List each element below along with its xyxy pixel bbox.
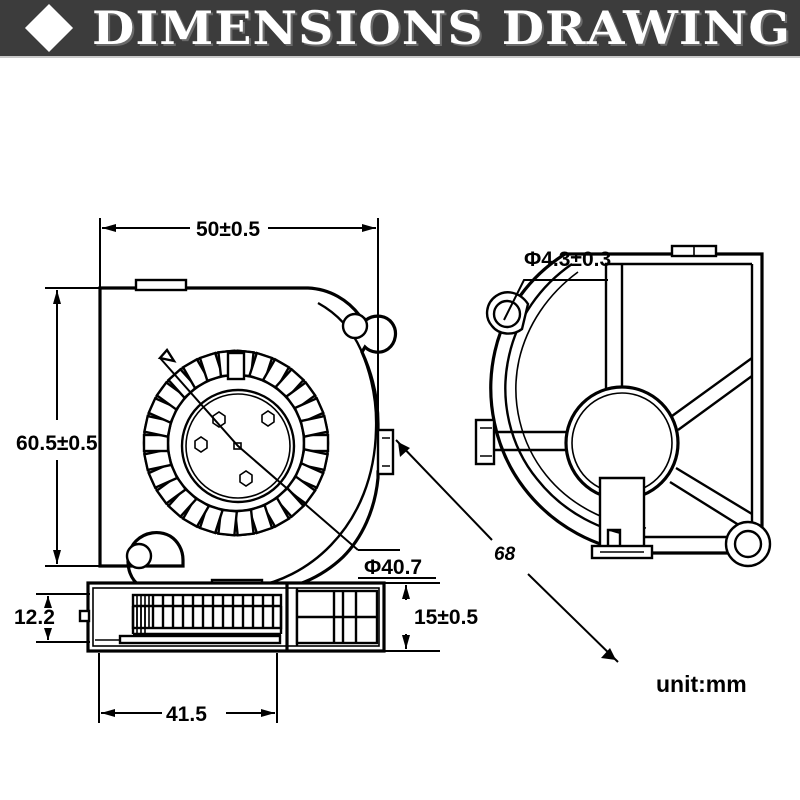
diamond-icon	[24, 3, 74, 53]
hub-hole	[212, 411, 226, 428]
dim-height: 60.5±0.5	[16, 287, 102, 567]
page-title: DIMENSIONS DRAWING	[92, 1, 792, 55]
rib-top	[604, 264, 624, 388]
dim-hole-dia-label: Φ4.3±0.3	[524, 248, 611, 271]
side-housing-section	[295, 589, 379, 645]
hub-hole	[261, 410, 275, 427]
dim-diagonal: 68	[395, 439, 619, 663]
dim-diagonal-label: 68	[494, 544, 516, 565]
side-impeller	[131, 593, 283, 636]
unit-label: unit:mm	[656, 671, 747, 697]
rib-upper-right	[671, 357, 753, 431]
rib-lower-right	[669, 466, 753, 534]
dim-body-length-label: 41.5	[166, 703, 207, 726]
front-view: Φ40.7 50±0.5 60.5±0.5	[16, 218, 436, 594]
rear-mount-hole-bottom	[733, 529, 763, 559]
technical-drawing: Φ40.7 50±0.5 60.5±0.5	[14, 218, 772, 726]
rear-view: Φ4.3±0.3 68	[395, 244, 772, 663]
hub-hole	[239, 470, 253, 487]
dim-blade-height-label: 12.2	[14, 606, 55, 629]
outlet-flange	[376, 428, 395, 476]
diag-leader-upper	[395, 439, 493, 541]
side-view: 12.2 15±0.5 41.5	[14, 581, 478, 726]
dim-hole-dia: Φ4.3±0.3	[503, 248, 611, 321]
mount-hole-top-right	[341, 312, 369, 340]
side-left-tab	[78, 609, 91, 623]
impeller-dia-leader	[159, 357, 359, 551]
dim-thickness: 15±0.5	[382, 582, 478, 652]
dim-width: 50±0.5	[99, 218, 379, 432]
hub-hole	[194, 436, 208, 453]
mount-hole-bottom-left	[125, 542, 153, 570]
rear-outlet-flange	[474, 418, 496, 466]
dim-width-label: 50±0.5	[196, 218, 260, 241]
diag-leader-lower	[527, 573, 619, 663]
dim-blade-height: 12.2	[14, 593, 90, 643]
header-banner: DIMENSIONS DRAWING	[0, 0, 800, 56]
dim-height-label: 60.5±0.5	[16, 432, 98, 455]
dim-impeller-dia-label: Φ40.7	[364, 556, 422, 579]
top-tab	[134, 278, 188, 292]
dim-thickness-label: 15±0.5	[414, 606, 478, 629]
dim-body-length: 41.5	[98, 653, 278, 726]
banner-divider	[0, 56, 800, 58]
hole-dia-leader	[503, 279, 608, 321]
rib-left	[492, 430, 566, 452]
